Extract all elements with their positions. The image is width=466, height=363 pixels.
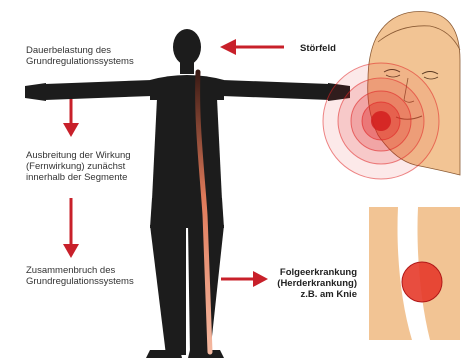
step1-line2: Grundregulationssystems <box>26 56 134 67</box>
step2-line3: innerhalb der Segmente <box>26 172 127 183</box>
step2-line2: (Fernwirkung) zunächst <box>26 161 126 172</box>
result-line1: Folgeerkrankung <box>280 267 357 278</box>
step1-line1: Dauerbelastung des <box>26 45 111 56</box>
step3-label: Zusammenbruch des Grundregulationssystem… <box>26 265 134 287</box>
result-label: Folgeerkrankung (Herderkrankung) z.B. am… <box>277 267 357 300</box>
arrow-down-2 <box>63 198 79 258</box>
stoerfeld-pain-rings <box>323 63 439 179</box>
step3-line1: Zusammenbruch des <box>26 265 115 276</box>
stoerfeld-label: Störfeld <box>300 43 336 54</box>
knee-illustration <box>369 207 460 340</box>
human-silhouette <box>25 29 350 358</box>
step2-line1: Ausbreitung der Wirkung <box>26 150 131 161</box>
step2-label: Ausbreitung der Wirkung (Fernwirkung) zu… <box>26 150 131 183</box>
result-line2: (Herderkrankung) <box>277 278 357 289</box>
arrow-to-result <box>221 271 268 287</box>
result-line3: z.B. am Knie <box>301 289 358 300</box>
step1-label: Dauerbelastung des Grundregulationssyste… <box>26 45 134 67</box>
arrow-down-1 <box>63 99 79 137</box>
arrow-to-stoerfeld <box>220 39 284 55</box>
step3-line2: Grundregulationssystems <box>26 276 134 287</box>
